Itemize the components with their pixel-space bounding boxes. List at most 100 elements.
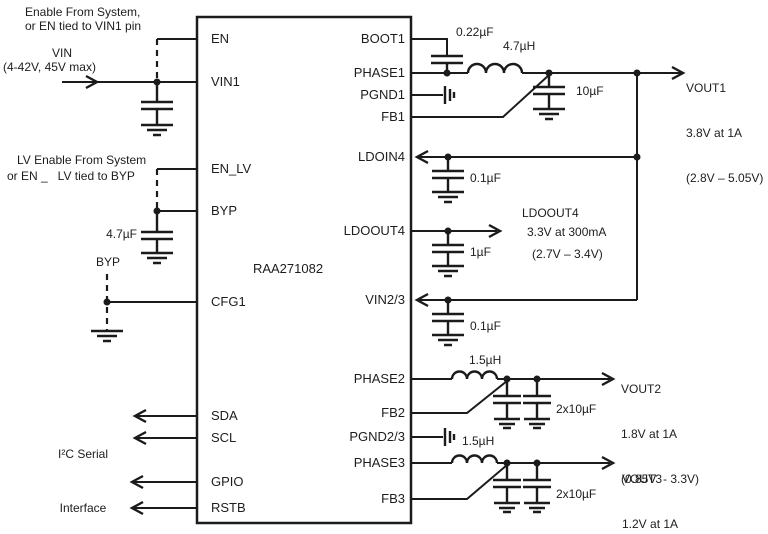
- pin-label-ldoout4: LDOOUT4: [343, 223, 405, 238]
- pin-label-scl: SCL: [211, 430, 237, 445]
- ground-symbol: [91, 329, 123, 343]
- pin-label-vin1: VIN1: [211, 74, 240, 89]
- byp-ref-label: BYP: [96, 255, 121, 269]
- en-note-line2: or EN tied to VIN1 pin: [25, 19, 142, 33]
- chip-name: RAA271082: [252, 261, 324, 276]
- vout1-rating: 3.8V at 1A: [686, 126, 743, 140]
- node-dot: [444, 227, 452, 235]
- ground-symbol: [432, 333, 464, 347]
- cap-boot1-value: 0.22µF: [456, 25, 494, 39]
- cap-vin23-value: 0.1µF: [470, 319, 501, 333]
- capacitor-symbol: [523, 463, 551, 503]
- node-dot: [444, 296, 452, 304]
- vout2-name: VOUT2: [621, 382, 662, 396]
- ldoout4-rating: 3.3V at 300mA: [527, 225, 607, 239]
- enlv-note-line1: LV Enable From System: [17, 153, 147, 167]
- pin-label-cfg1: CFG1: [211, 294, 246, 309]
- inductor-symbol: [450, 454, 499, 464]
- en-note-line1: Enable From System,: [25, 5, 141, 19]
- vout3-rating: 1.2V at 1A: [622, 517, 679, 531]
- arrow-right-icon: [85, 74, 100, 90]
- capacitor-symbol: [493, 379, 521, 419]
- capacitor-symbol: [141, 82, 173, 125]
- node-dot: [633, 69, 641, 77]
- ground-symbol: [524, 501, 550, 514]
- arrow-left-icon: [414, 292, 429, 308]
- wire-fb3: [411, 464, 508, 500]
- arrow-left-icon: [132, 430, 147, 446]
- node-dot: [503, 375, 511, 383]
- ldoout4-name: LDOOUT4: [522, 206, 579, 220]
- capacitor-symbol: [432, 231, 464, 266]
- arrow-left-icon: [414, 149, 429, 165]
- pin-label-en: EN: [211, 31, 230, 46]
- vout1-range: (2.8V – 5.05V): [686, 171, 764, 185]
- vin-label: VIN: [52, 46, 73, 60]
- pin-label-fb3: FB3: [381, 491, 405, 506]
- ldoout4-range: (2.7V – 3.4V): [532, 247, 603, 261]
- node-dot: [533, 459, 541, 467]
- junction-dots: [103, 69, 641, 467]
- chip-outline: [195, 15, 413, 525]
- ground-symbol: [141, 251, 173, 265]
- cap-vout3-value: 2x10µF: [556, 487, 597, 501]
- ground-symbol: [524, 417, 550, 430]
- node-dot: [443, 69, 451, 77]
- pin-label-gpio: GPIO: [211, 474, 244, 489]
- pin-label-vin23: VIN2/3: [365, 292, 405, 307]
- ind1-value: 4.7µH: [503, 39, 536, 53]
- ground-symbol: [533, 107, 565, 121]
- ground-symbol: [141, 123, 173, 137]
- vout2-label: VOUT2 1.8V at 1A (0.85V - 3.3V): [621, 352, 699, 517]
- cap-ldoin4-value: 0.1µF: [470, 171, 501, 185]
- node-dot: [153, 78, 161, 86]
- pin-label-rstb: RSTB: [211, 500, 246, 515]
- node-dot: [503, 459, 511, 467]
- vout3-label: VOUT3 1.2V at 1A (0.85V - 3.3V): [622, 442, 700, 534]
- arrow-right-icon: [488, 223, 503, 239]
- pin-label-sda: SDA: [211, 408, 238, 423]
- pgnd-ground-symbol: [443, 86, 456, 104]
- vin-range-label: (4-42V, 45V max): [3, 60, 96, 74]
- vout2-range: (0.85V - 3.3V): [621, 472, 700, 486]
- pin-label-fb1: FB1: [381, 109, 405, 124]
- cap-vout1-value: 10µF: [576, 84, 604, 98]
- pin-label-en-lv: EN_LV: [211, 161, 252, 176]
- vout3-name: VOUT3: [622, 472, 663, 486]
- pin-label-pgnd1: PGND1: [360, 87, 405, 102]
- arrow-left-icon: [129, 474, 144, 490]
- vout2-rating: 1.8V at 1A: [621, 427, 678, 441]
- symbols: [91, 54, 565, 514]
- node-dot: [533, 375, 541, 383]
- vout1-label: VOUT1 3.8V at 1A (2.8V – 5.05V): [686, 51, 763, 216]
- arrow-right-icon: [601, 371, 616, 387]
- capacitor-symbol: [141, 211, 173, 253]
- arrowheads: [85, 65, 686, 516]
- capacitor-symbol: [432, 157, 464, 192]
- node-dot: [103, 298, 111, 306]
- wire-fb2: [411, 380, 508, 414]
- inductor-symbol: [450, 370, 499, 380]
- node-dot: [545, 69, 553, 77]
- ground-symbol: [432, 264, 464, 278]
- ground-symbol: [494, 417, 520, 430]
- node-dot: [153, 207, 161, 215]
- ind3-value: 1.5µH: [462, 434, 495, 448]
- arrow-left-icon: [132, 408, 147, 424]
- cap-byp-value: 4.7µF: [106, 227, 137, 241]
- vout1-name: VOUT1: [686, 81, 727, 95]
- enlv-note-line2: or EN _ LV tied to BYP: [7, 169, 135, 183]
- node-dot: [444, 153, 452, 161]
- pin-label-ldoin4: LDOIN4: [358, 149, 405, 164]
- wire-fb1: [411, 74, 550, 118]
- capacitor-symbol: [493, 463, 521, 503]
- pin-label-phase3: PHASE3: [353, 455, 405, 470]
- pin-label-byp: BYP: [211, 203, 238, 218]
- i2c-note-line2: Interface: [59, 501, 107, 515]
- pin-label-boot1: BOOT1: [360, 31, 405, 46]
- arrow-right-icon: [671, 65, 686, 81]
- capacitor-symbol: [432, 300, 464, 335]
- arrow-right-icon: [601, 455, 616, 471]
